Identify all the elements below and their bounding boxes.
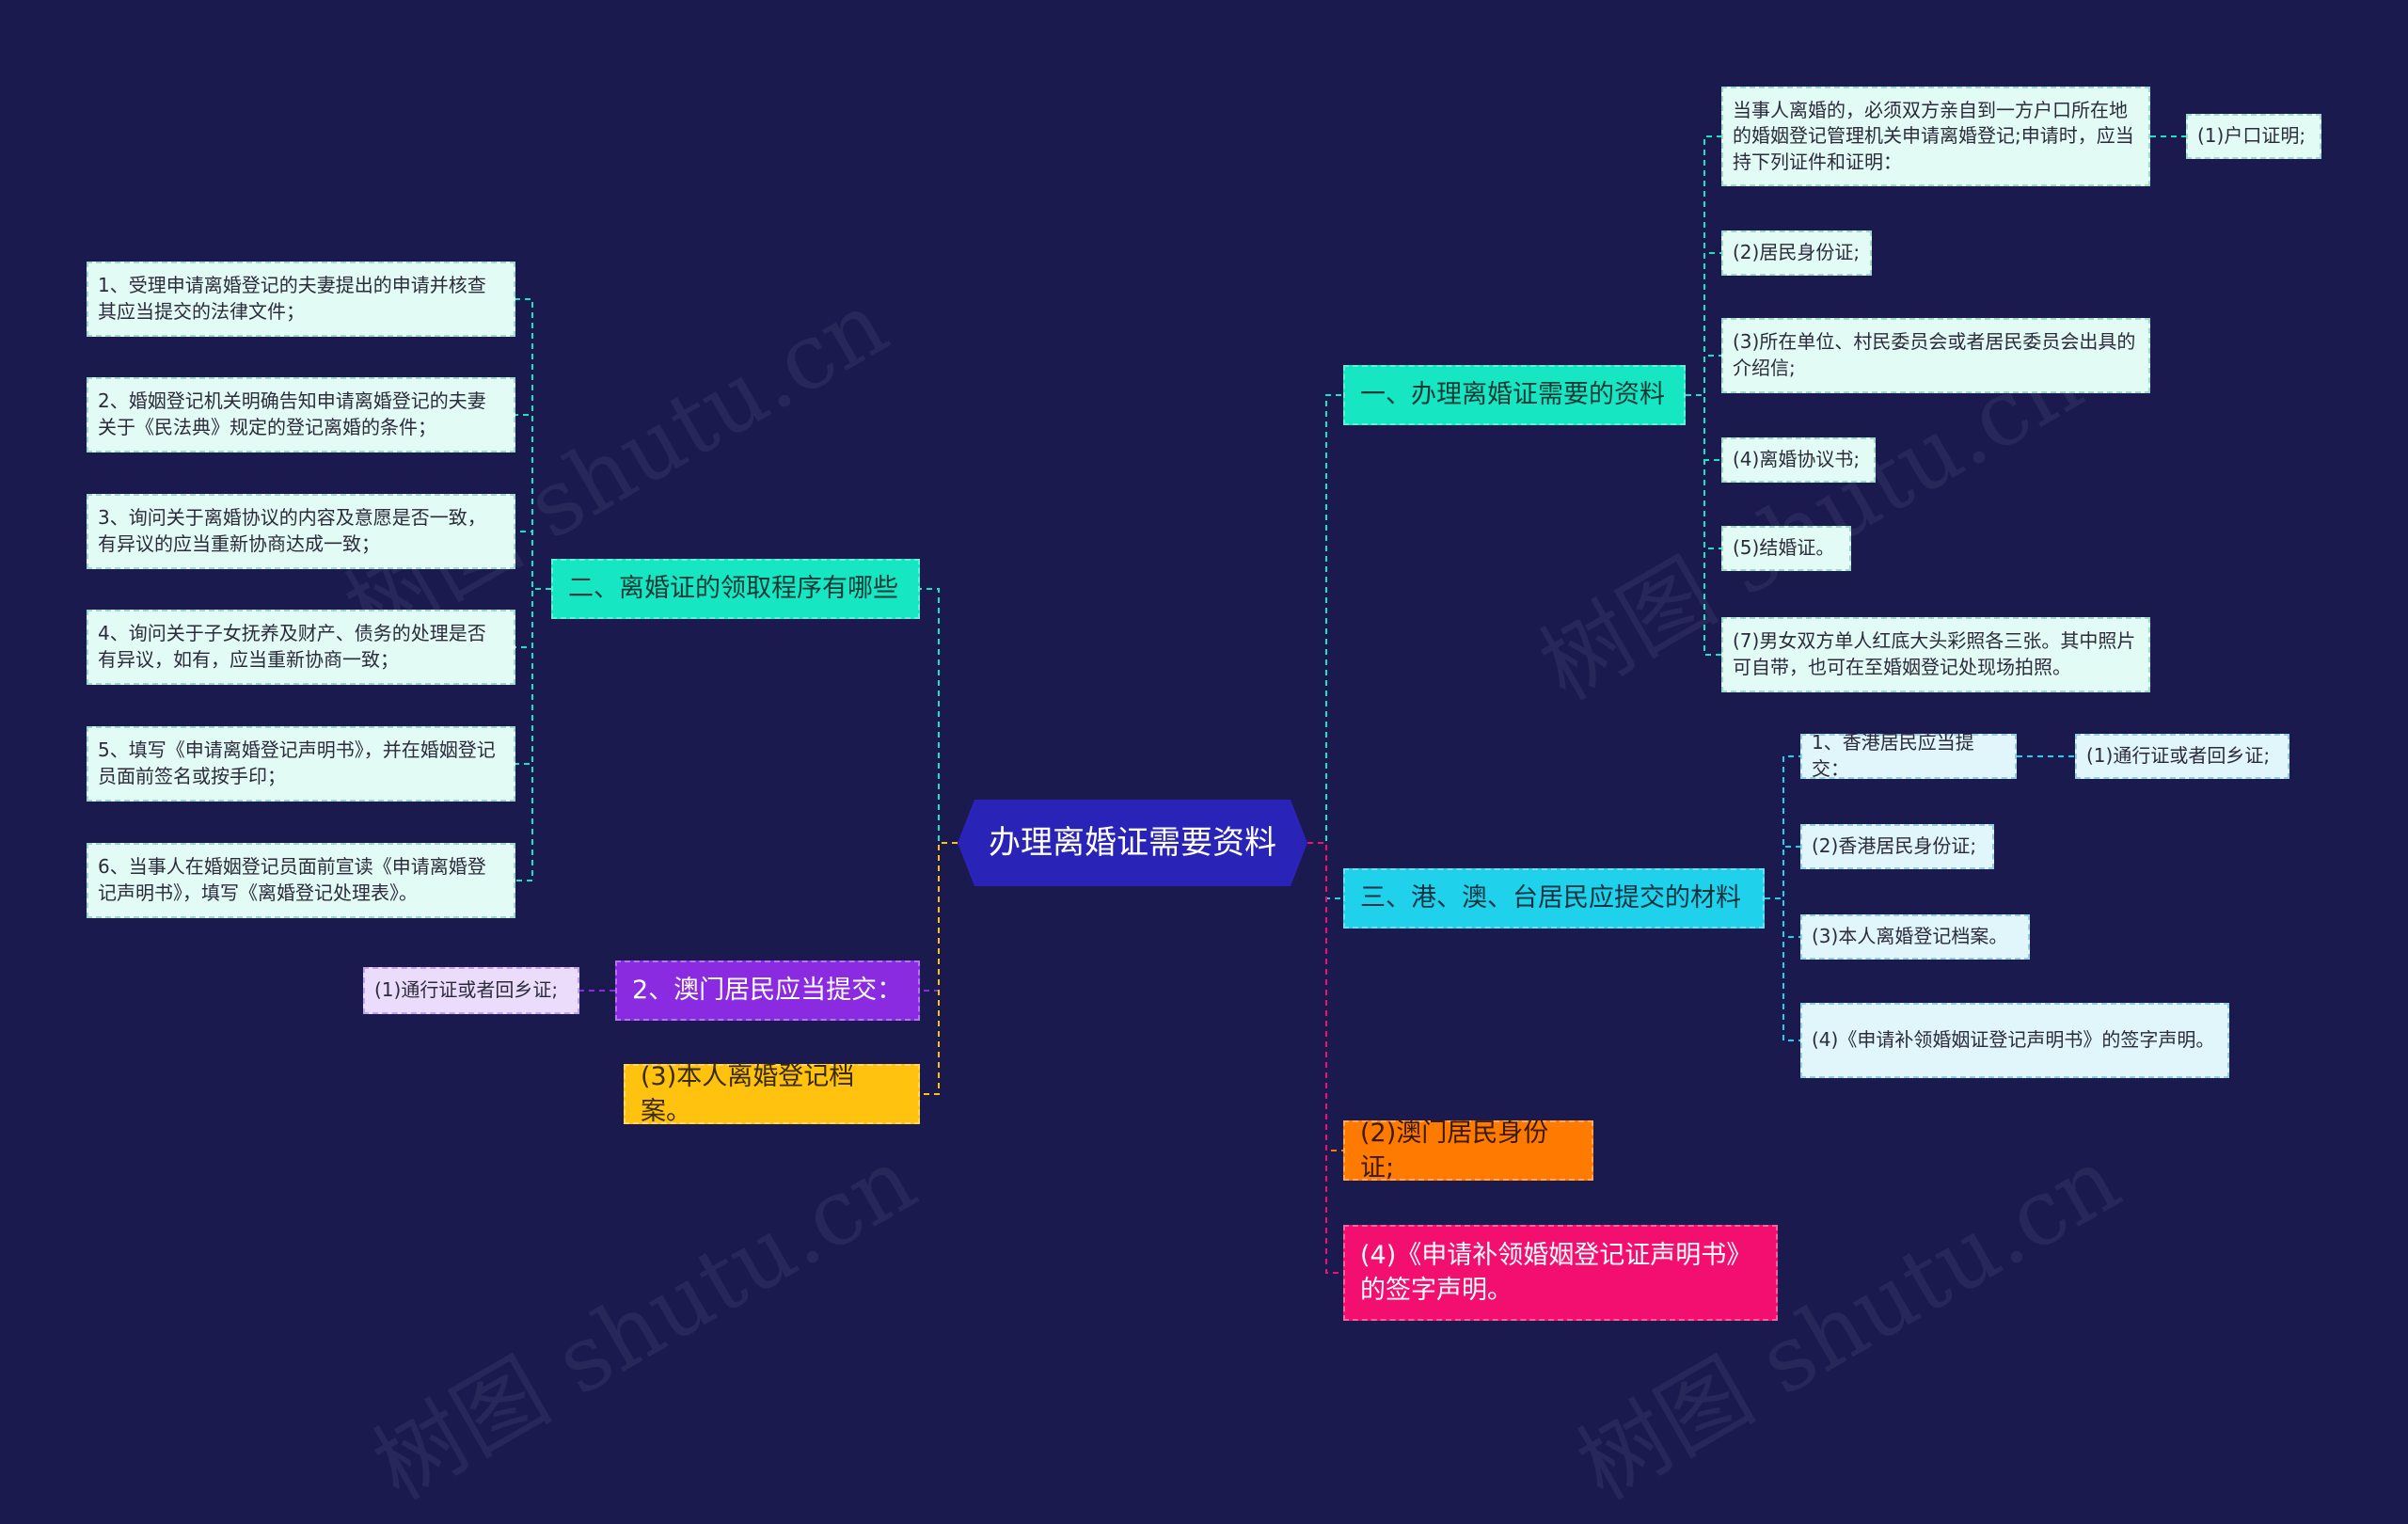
connector-line bbox=[920, 588, 958, 844]
hk-id-card-item[interactable]: (2)香港居民身份证; bbox=[1800, 824, 1994, 869]
connector-line bbox=[920, 842, 958, 1095]
materials-item-text: (3)所在单位、村民委员会或者居民委员会出具的介绍信; bbox=[1733, 330, 2136, 379]
hmt-item-text: (2)香港居民身份证; bbox=[1812, 834, 1977, 858]
branch-hmt-label: 三、港、澳、台居民应提交的材料 bbox=[1360, 883, 1741, 913]
branch-materials-label: 一、办理离婚证需要的资料 bbox=[1360, 380, 1665, 410]
connector-line bbox=[1307, 842, 1343, 1151]
procedure-step-6[interactable]: 6、当事人在婚姻登记员面前宣读《申请离婚登记声明书》，填写《离婚登记处理表》。 bbox=[87, 843, 515, 918]
materials-marriage-certificate[interactable]: (5)结婚证。 bbox=[1721, 526, 1851, 571]
hmt-item-text: (4)《申请补领婚姻证登记声明书》的签字声明。 bbox=[1812, 1028, 2215, 1052]
macau-pass-text: (1)通行证或者回乡证; bbox=[374, 978, 559, 1002]
branch-procedure-label: 二、离婚证的领取程序有哪些 bbox=[568, 574, 898, 604]
connector-line bbox=[515, 531, 551, 590]
root-topic[interactable]: 办理离婚证需要资料 bbox=[958, 800, 1307, 886]
procedure-step-text: 2、婚姻登记机关明确告知申请离婚登记的夫妻关于《民法典》规定的登记离婚的条件； bbox=[98, 389, 486, 438]
procedure-step-4[interactable]: 4、询问关于子女抚养及财产、债务的处理是否有异议，如有，应当重新协商一致； bbox=[87, 610, 515, 685]
procedure-step-3[interactable]: 3、询问关于离婚协议的内容及意愿是否一致，有异议的应当重新协商达成一致； bbox=[87, 494, 515, 569]
connector-line bbox=[1765, 897, 1800, 938]
connector-line bbox=[515, 588, 551, 881]
branch-procedure[interactable]: 二、离婚证的领取程序有哪些 bbox=[551, 559, 920, 619]
procedure-step-text: 5、填写《申请离婚登记声明书》，并在婚姻登记员面前签名或按手印； bbox=[98, 738, 496, 787]
procedure-step-text: 6、当事人在婚姻登记员面前宣读《申请离婚登记声明书》，填写《离婚登记处理表》。 bbox=[98, 855, 486, 904]
procedure-step-text: 4、询问关于子女抚养及财产、债务的处理是否有异议，如有，应当重新协商一致； bbox=[98, 622, 486, 671]
mindmap-canvas: 树图 shutu.cn 树图 shutu.cn 树图 shutu.cn 树图 s… bbox=[87, 87, 2321, 1520]
hk-statement-item[interactable]: (4)《申请补领婚姻证登记声明书》的签字声明。 bbox=[1800, 1003, 2229, 1078]
procedure-step-1[interactable]: 1、受理申请离婚登记的夫妻提出的申请并核查其应当提交的法律文件； bbox=[87, 262, 515, 337]
branch-macau-label: 2、澳门居民应当提交： bbox=[632, 976, 903, 1006]
connector-line bbox=[1307, 842, 1343, 1274]
materials-intro-text: 当事人离婚的，必须双方亲自到一方户口所在地的婚姻登记管理机关申请离婚登记;申请时… bbox=[1733, 98, 2134, 173]
materials-item-text: (7)男女双方单人红底大头彩照各三张。其中照片可自带，也可在至婚姻登记处现场拍照… bbox=[1733, 629, 2136, 678]
connector-line bbox=[1765, 846, 1800, 899]
materials-photos[interactable]: (7)男女双方单人红底大头彩照各三张。其中照片可自带，也可在至婚姻登记处现场拍照… bbox=[1721, 617, 2150, 692]
branch-hk-macau-taiwan[interactable]: 三、港、澳、台居民应提交的材料 bbox=[1343, 868, 1765, 929]
root-topic-label: 办理离婚证需要资料 bbox=[989, 823, 1276, 862]
procedure-step-2[interactable]: 2、婚姻登记机关明确告知申请离婚登记的夫妻关于《民法典》规定的登记离婚的条件； bbox=[87, 377, 515, 452]
materials-item-text: (4)离婚协议书; bbox=[1733, 448, 1861, 471]
materials-divorce-agreement[interactable]: (4)离婚协议书; bbox=[1721, 437, 1876, 483]
materials-id-card[interactable]: (2)居民身份证; bbox=[1721, 230, 1872, 276]
branch-archive-label: (3)本人离婚登记档案。 bbox=[641, 1061, 855, 1126]
procedure-step-text: 3、询问关于离婚协议的内容及意愿是否一致，有异议的应当重新协商达成一致； bbox=[98, 506, 486, 555]
connector-line bbox=[1686, 355, 1721, 396]
procedure-step-text: 1、受理申请离婚登记的夫妻提出的申请并核查其应当提交的法律文件； bbox=[98, 274, 486, 323]
hk-pass-item[interactable]: (1)通行证或者回乡证; bbox=[2075, 734, 2289, 779]
connector-lines bbox=[515, 135, 2186, 1274]
hk-residents-text: 1、香港居民应当提交： bbox=[1812, 731, 1974, 780]
branch-signed-statement[interactable]: (4)《申请补领婚姻登记证声明书》的签字声明。 bbox=[1343, 1225, 1778, 1321]
materials-hukou-proof[interactable]: (1)户口证明; bbox=[2186, 114, 2321, 159]
branch-divorce-archive[interactable]: (3)本人离婚登记档案。 bbox=[624, 1062, 920, 1126]
hk-residents-item[interactable]: 1、香港居民应当提交： bbox=[1800, 731, 2017, 780]
materials-item-text: (2)居民身份证; bbox=[1733, 241, 1861, 264]
connector-line bbox=[1686, 252, 1721, 396]
connector-line bbox=[515, 414, 551, 590]
connector-line bbox=[1765, 897, 1800, 1041]
materials-hukou-text: (1)户口证明; bbox=[2197, 124, 2306, 148]
branch-statement-label: (4)《申请补领婚姻登记证声明书》的签字声明。 bbox=[1360, 1240, 1752, 1305]
materials-introduction-letter[interactable]: (3)所在单位、村民委员会或者居民委员会出具的介绍信; bbox=[1721, 318, 2150, 393]
connector-line bbox=[920, 842, 958, 992]
connector-line bbox=[1686, 394, 1721, 656]
macau-pass-item[interactable]: (1)通行证或者回乡证; bbox=[363, 967, 579, 1014]
materials-item-text: (5)结婚证。 bbox=[1733, 536, 1835, 560]
connector-line bbox=[1765, 755, 1800, 899]
hk-pass-text: (1)通行证或者回乡证; bbox=[2086, 744, 2271, 768]
hk-archive-item[interactable]: (3)本人离婚登记档案。 bbox=[1800, 914, 2030, 960]
materials-intro[interactable]: 当事人离婚的，必须双方亲自到一方户口所在地的婚姻登记管理机关申请离婚登记;申请时… bbox=[1721, 87, 2150, 186]
hmt-item-text: (3)本人离婚登记档案。 bbox=[1812, 925, 2008, 948]
branch-macau-id-label: (2)澳门居民身份证; bbox=[1360, 1118, 1549, 1183]
connector-line bbox=[1307, 394, 1343, 844]
branch-macau-id[interactable]: (2)澳门居民身份证; bbox=[1343, 1119, 1593, 1183]
procedure-step-5[interactable]: 5、填写《申请离婚登记声明书》，并在婚姻登记员面前签名或按手印； bbox=[87, 726, 515, 802]
connector-line bbox=[515, 588, 551, 648]
branch-required-materials[interactable]: 一、办理离婚证需要的资料 bbox=[1343, 365, 1686, 425]
branch-macau-residents[interactable]: 2、澳门居民应当提交： bbox=[615, 960, 920, 1021]
